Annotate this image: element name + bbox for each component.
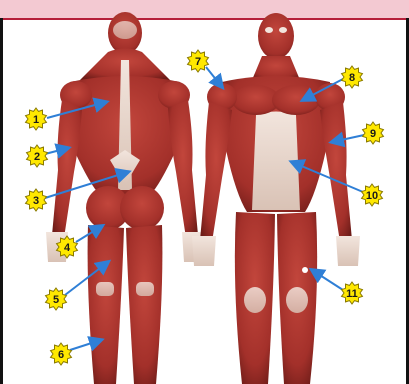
badge-number-9: 9	[370, 128, 376, 140]
label-badge-5: 5	[46, 288, 67, 310]
badge-number-1: 1	[33, 114, 39, 126]
arrow-7	[206, 67, 222, 87]
label-badge-8: 8	[342, 66, 363, 88]
front-view-figure	[192, 13, 360, 384]
label-badge-11: 11	[342, 282, 363, 304]
label-badge-2: 2	[27, 145, 48, 167]
label-badge-3: 3	[26, 189, 47, 211]
label-badge-1: 1	[26, 108, 47, 130]
label-badge-9: 9	[363, 122, 384, 144]
badge-number-5: 5	[53, 294, 59, 306]
badge-number-4: 4	[64, 242, 71, 254]
badge-number-10: 10	[366, 190, 378, 202]
label-badge-10: 10	[362, 184, 383, 206]
badge-number-11: 11	[346, 288, 358, 300]
badge-number-2: 2	[34, 151, 40, 163]
badge-number-6: 6	[58, 349, 64, 361]
badge-number-8: 8	[349, 72, 355, 84]
badge-number-7: 7	[195, 56, 201, 68]
badge-number-3: 3	[33, 195, 39, 207]
label-badge-6: 6	[51, 343, 72, 365]
label-badge-7: 7	[188, 50, 209, 72]
back-view-figure	[46, 12, 204, 384]
